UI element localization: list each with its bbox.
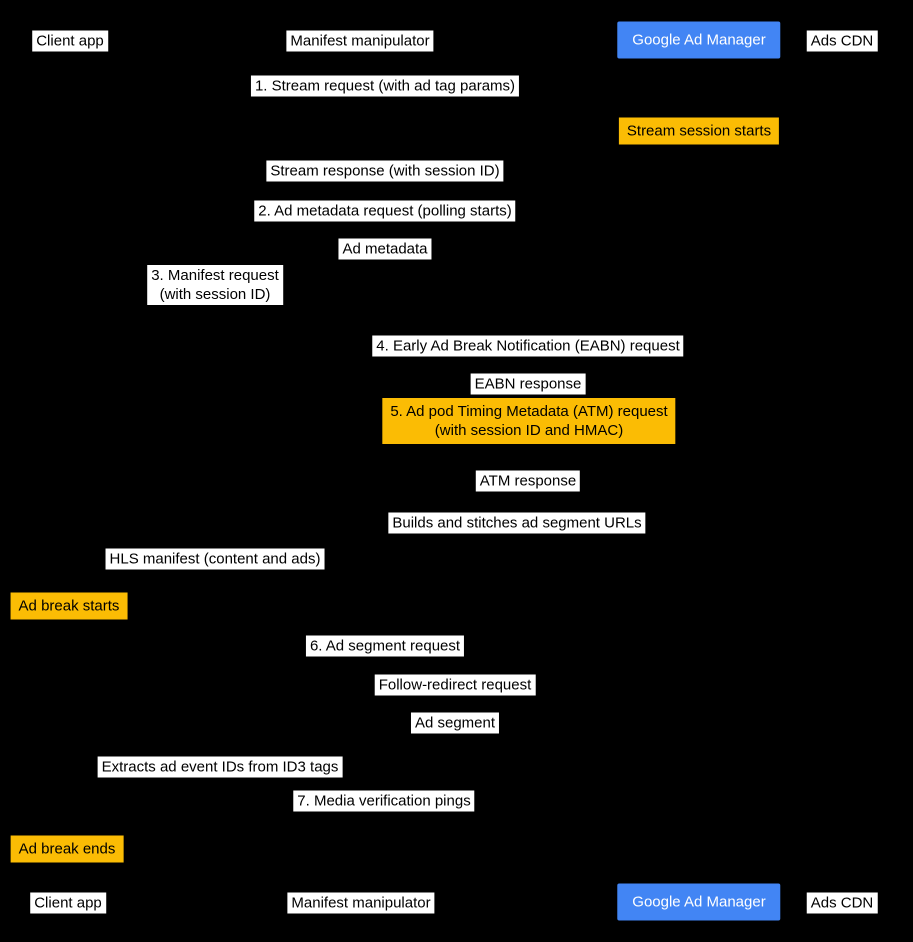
message-stream-response: Stream response (with session ID)	[266, 160, 504, 182]
message-1-stream-request: 1. Stream request (with ad tag params)	[250, 75, 520, 97]
message-follow-redirect-request: Follow-redirect request	[374, 674, 536, 696]
message-3-manifest-request: 3. Manifest request (with session ID)	[147, 265, 283, 305]
participant-manifest-manipulator-bottom: Manifest manipulator	[287, 892, 435, 914]
self-note-builds-and-stitches: Builds and stitches ad segment URLs	[388, 512, 646, 534]
note-ad-break-starts: Ad break starts	[10, 592, 128, 620]
participant-google-ad-manager-bottom: Google Ad Manager	[617, 883, 781, 921]
note-5-atm-request: 5. Ad pod Timing Metadata (ATM) request …	[382, 398, 676, 444]
message-4-eabn-request: 4. Early Ad Break Notification (EABN) re…	[372, 335, 684, 357]
participant-google-ad-manager-top: Google Ad Manager	[617, 21, 781, 59]
message-2-ad-metadata-request: 2. Ad metadata request (polling starts)	[254, 200, 516, 222]
participant-client-app-top: Client app	[32, 30, 108, 52]
message-ad-metadata: Ad metadata	[338, 238, 432, 260]
message-6-ad-segment-request: 6. Ad segment request	[305, 635, 465, 657]
message-atm-response: ATM response	[475, 470, 581, 492]
participant-ads-cdn-top: Ads CDN	[806, 30, 878, 52]
message-ad-segment: Ad segment	[410, 712, 500, 734]
self-note-extracts-id3-tags: Extracts ad event IDs from ID3 tags	[97, 756, 343, 778]
participant-ads-cdn-bottom: Ads CDN	[806, 892, 878, 914]
message-7-media-verification-pings: 7. Media verification pings	[293, 790, 475, 812]
note-stream-session-starts: Stream session starts	[618, 117, 780, 145]
message-hls-manifest: HLS manifest (content and ads)	[105, 548, 325, 570]
note-ad-break-ends: Ad break ends	[10, 835, 124, 863]
message-eabn-response: EABN response	[470, 373, 586, 395]
participant-client-app-bottom: Client app	[30, 892, 106, 914]
participant-manifest-manipulator-top: Manifest manipulator	[286, 30, 434, 52]
